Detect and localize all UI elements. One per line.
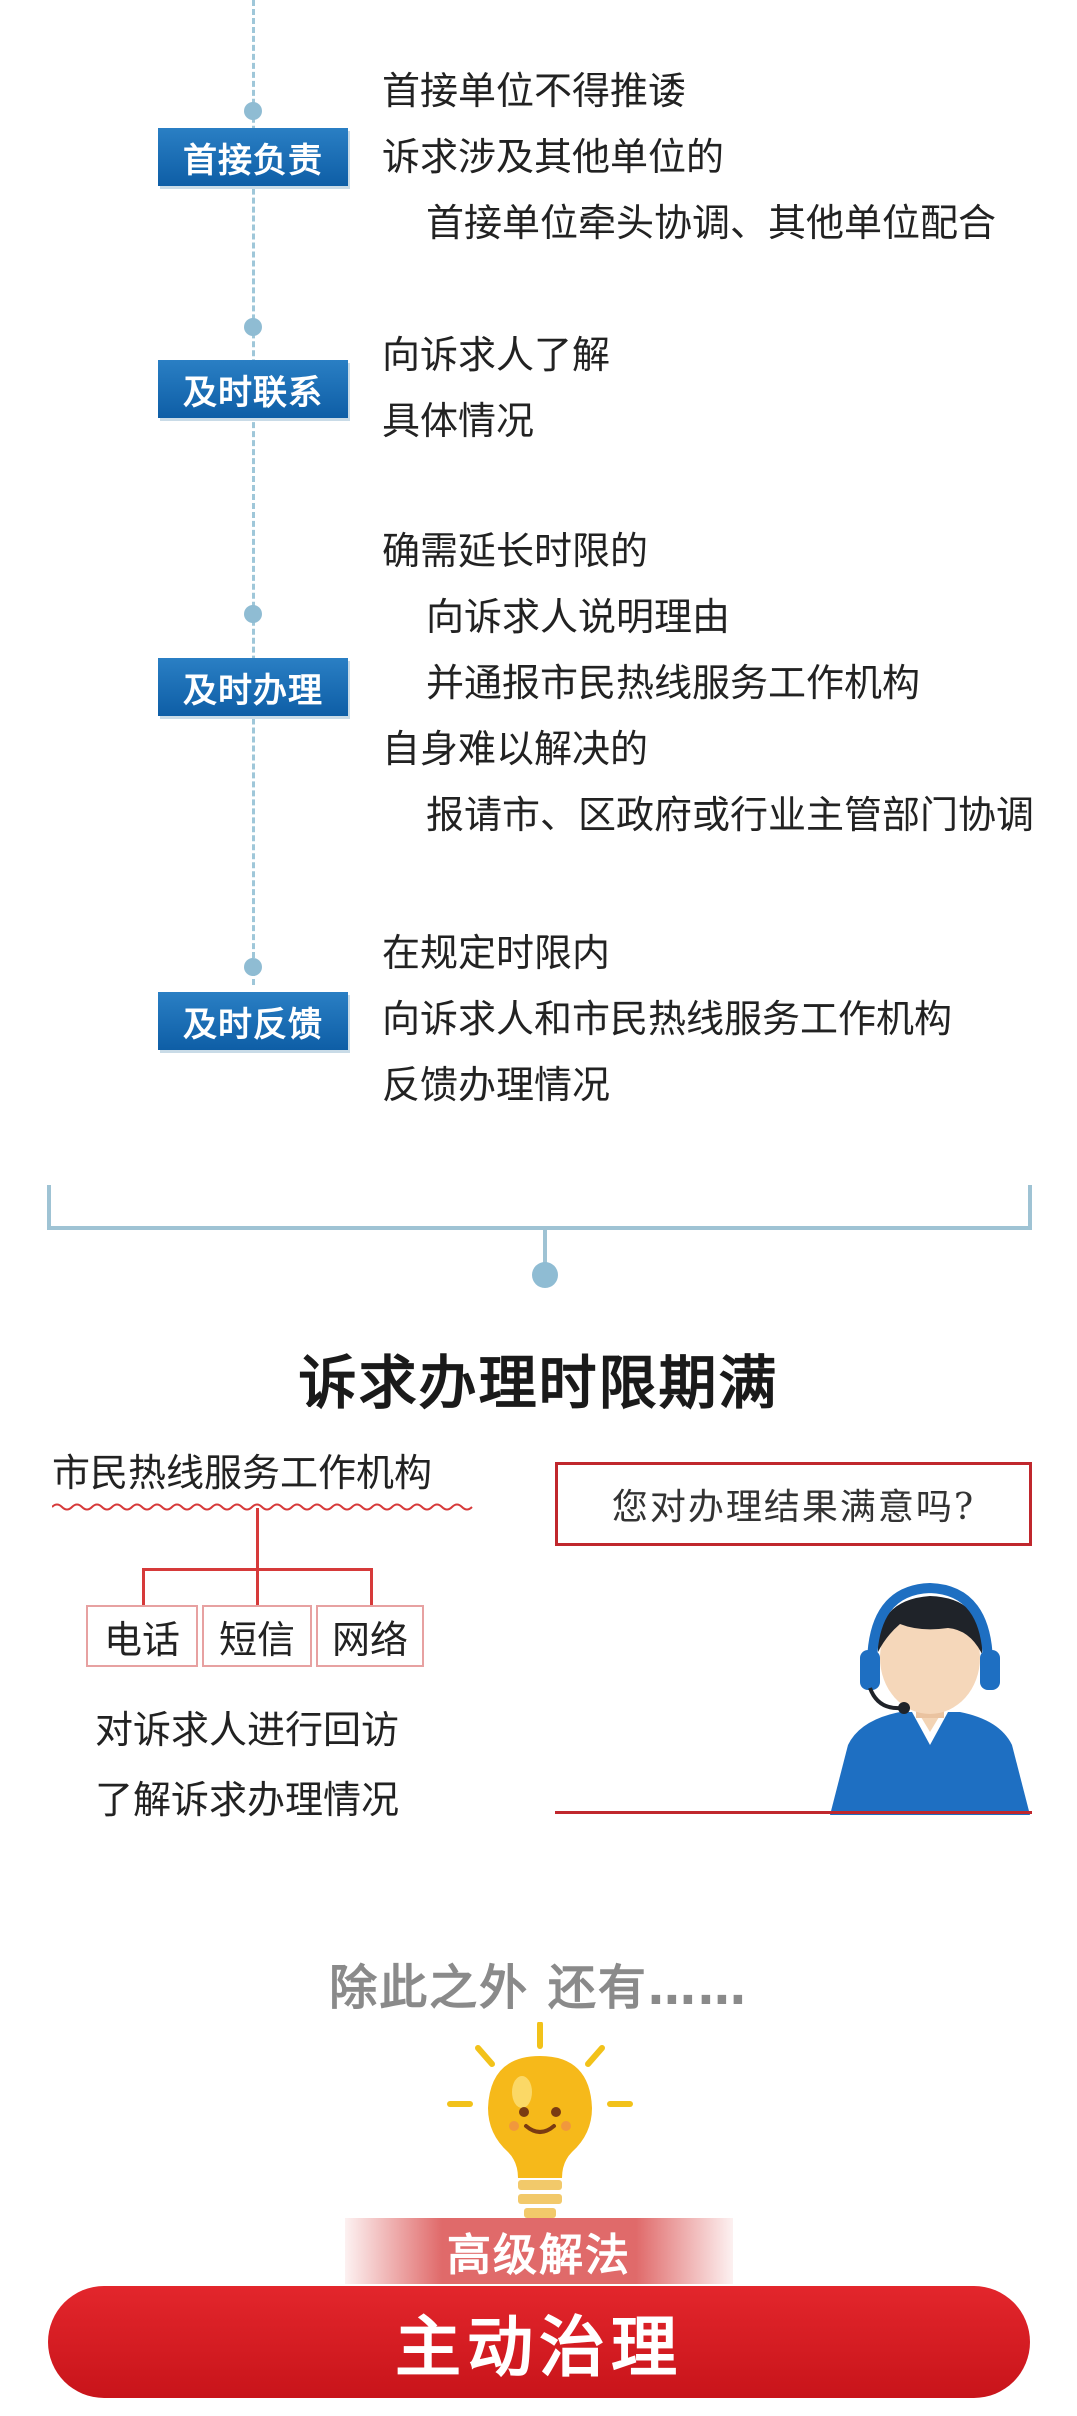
agent-baseline — [555, 1811, 1032, 1814]
timely-handling-text: 确需延长时限的 向诉求人说明理由 并通报市民热线服务工作机构 自身难以解决的 报… — [382, 518, 1034, 848]
callback-text: 对诉求人进行回访 了解诉求办理情况 — [95, 1695, 399, 1835]
call-agent-illustration — [830, 1582, 1030, 1815]
text-line: 对诉求人进行回访 — [95, 1708, 400, 1752]
channel-sms: 短信 — [202, 1605, 312, 1667]
text-line: 首接单位不得推诿 — [382, 69, 687, 113]
badge-timely-feedback: 及时反馈 — [158, 992, 348, 1050]
text-line: 首接单位牵头协调、其他单位配合 — [426, 201, 997, 245]
wavy-underline — [52, 1503, 473, 1511]
timeline-line — [252, 0, 255, 985]
text-line: 反馈办理情况 — [382, 1063, 611, 1107]
text-line: 向诉求人了解 — [382, 333, 611, 377]
text-line: 诉求涉及其他单位的 — [382, 135, 725, 179]
bracket-stem — [543, 1230, 547, 1268]
text-line: 向诉求人说明理由 — [426, 595, 731, 639]
tree-connector — [370, 1568, 373, 1606]
hotline-org-label: 市民热线服务工作机构 — [52, 1451, 433, 1495]
first-contact-text: 首接单位不得推诿 诉求涉及其他单位的 首接单位牵头协调、其他单位配合 — [382, 58, 996, 256]
timely-feedback-text: 在规定时限内 向诉求人和市民热线服务工作机构 反馈办理情况 — [382, 920, 952, 1118]
timely-contact-text: 向诉求人了解 具体情况 — [382, 322, 610, 454]
text-line: 自身难以解决的 — [382, 727, 649, 771]
channel-phone: 电话 — [86, 1605, 198, 1667]
extra-title: 除此之外 还有…… — [329, 1960, 748, 2016]
deadline-title: 诉求办理时限期满 — [298, 1349, 779, 1417]
text-line: 具体情况 — [382, 399, 535, 443]
timeline-dot — [244, 958, 262, 976]
text-line: 报请市、区政府或行业主管部门协调 — [426, 793, 1035, 837]
advanced-solution-banner: 高级解法 — [345, 2218, 733, 2284]
text-line: 了解诉求办理情况 — [95, 1778, 400, 1822]
tree-connector — [142, 1568, 145, 1606]
badge-timely-handling: 及时办理 — [158, 658, 348, 716]
timeline-dot — [244, 102, 262, 120]
tree-connector — [256, 1508, 259, 1570]
bracket-connector — [47, 1185, 1032, 1230]
text-line: 确需延长时限的 — [382, 529, 649, 573]
badge-timely-contact: 及时联系 — [158, 360, 348, 418]
text-line: 向诉求人和市民热线服务工作机构 — [382, 997, 953, 1041]
proactive-governance-banner: 主动治理 — [48, 2286, 1030, 2398]
tree-connector — [256, 1568, 259, 1606]
badge-first-contact: 首接负责 — [158, 128, 348, 186]
satisfaction-question: 您对办理结果满意吗? — [555, 1462, 1032, 1546]
channel-network: 网络 — [316, 1605, 424, 1667]
bracket-dot — [532, 1262, 558, 1288]
lightbulb-icon — [447, 2022, 633, 2218]
timeline-dot — [244, 605, 262, 623]
text-line: 在规定时限内 — [382, 931, 611, 975]
timeline-dot — [244, 318, 262, 336]
text-line: 并通报市民热线服务工作机构 — [426, 661, 921, 705]
